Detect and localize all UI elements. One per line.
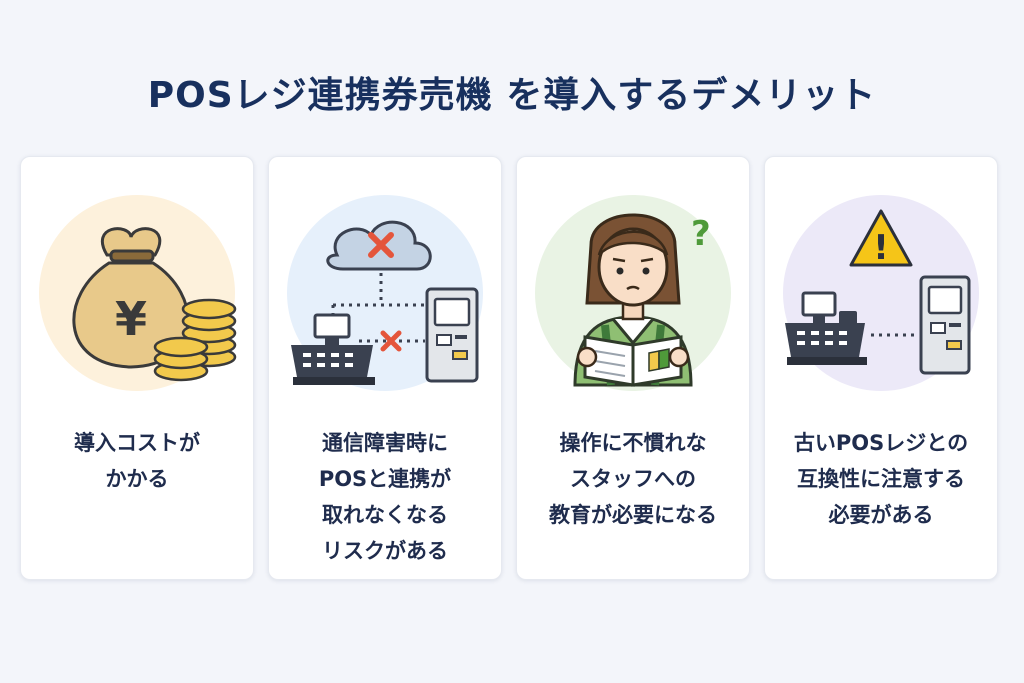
card-text-line: 導入コストが (74, 431, 200, 455)
card-text: 操作に不慣れな スタッフへの 教育が必要になる (517, 425, 749, 533)
page-title: POSレジ連携券売機 を導入するデメリット (147, 75, 877, 116)
card-text-line: 取れなくなる (322, 503, 448, 527)
illustration-circle: ? (535, 195, 731, 391)
money-bag-yen-icon: ¥ (72, 227, 237, 382)
card-compatibility: ! 古いPOSレジとの (764, 156, 998, 580)
card-text-line: 必要がある (828, 503, 934, 527)
compatibility-warning-icon: ! (785, 209, 971, 375)
card-text-line: POSと連携が (318, 467, 452, 491)
card-text-line: リスクがある (322, 539, 448, 563)
card-cost: ¥ 導入コストが かかる (20, 156, 254, 580)
illustration-circle (287, 195, 483, 391)
card-text-line: 操作に不慣れな (559, 431, 707, 455)
card-text: 古いPOSレジとの 互換性に注意する 必要がある (765, 425, 997, 533)
card-text-line: 古いPOSレジとの (793, 431, 969, 455)
card-text: 通信障害時に POSと連携が 取れなくなる リスクがある (269, 425, 501, 569)
error-cross-icon (380, 330, 402, 352)
card-text-line: 通信障害時に (322, 431, 448, 455)
card-text: 導入コストが かかる (21, 425, 253, 497)
illustration-circle: ! (783, 195, 979, 391)
card-training: ? 操作に不慣れな スタッフへの 教育が必要になる (516, 156, 750, 580)
error-cross-icon (368, 232, 394, 258)
illustration-circle: ¥ (39, 195, 237, 391)
warning-icon (849, 209, 913, 267)
card-text-line: スタッフへの (570, 467, 696, 491)
question-mark: ? (691, 214, 711, 254)
warning-mark: ! (873, 228, 889, 268)
confused-staff-icon: ? (573, 213, 711, 387)
card-network: 通信障害時に POSと連携が 取れなくなる リスクがある (268, 156, 502, 580)
card-text-line: 教育が必要になる (549, 503, 717, 527)
yen-symbol: ¥ (115, 292, 147, 346)
card-text-line: 互換性に注意する (797, 467, 965, 491)
cloud-disconnect-icon (291, 220, 479, 385)
card-text-line: かかる (105, 467, 169, 491)
